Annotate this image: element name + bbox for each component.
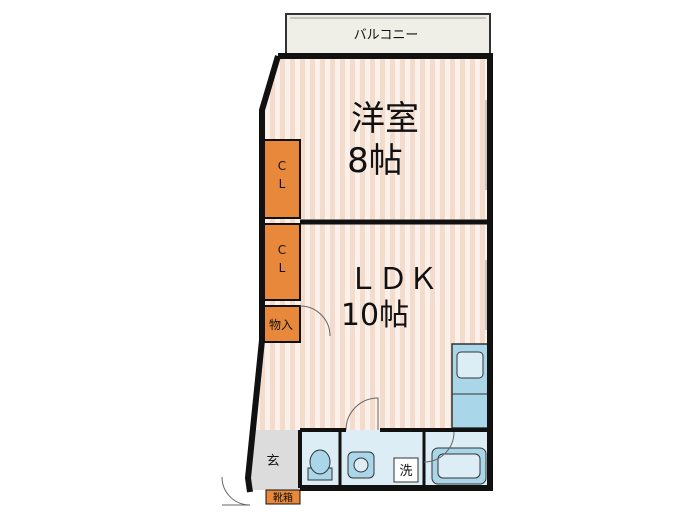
washer: 洗 [393,457,419,483]
closet-lower-line2: L [279,261,286,275]
storage-door-swing [299,305,331,337]
closet-lower: C L [263,223,301,301]
entrance-label: 玄 [266,454,279,469]
wet-area-door-swing [345,397,379,431]
shoe-box [265,489,301,505]
western-room-size: 8帖 [347,141,403,181]
balcony: バルコニー [285,13,491,55]
closet-lower-line1: C [278,243,286,257]
balcony-label: バルコニー [354,28,419,43]
bath-door-swing [423,431,455,463]
ldk-name: ＬＤＫ [348,262,438,297]
closet-upper-line2: L [279,177,286,191]
kitchen-counter [451,343,489,429]
closet-upper: C L [263,139,301,219]
shoe-box-label: 靴箱 [273,491,293,504]
storage-label: 物入 [269,318,293,332]
wash-basin [347,451,375,479]
washer-label: 洗 [399,464,412,479]
entrance: 玄 靴箱 [221,430,301,506]
bathtub [431,447,487,485]
toilet [307,449,333,481]
ldk-size: 10帖 [341,298,409,333]
floor-area [248,56,490,478]
walls [244,53,493,493]
closet-upper-line1: C [278,159,286,173]
western-room-name: 洋室 [351,99,419,139]
